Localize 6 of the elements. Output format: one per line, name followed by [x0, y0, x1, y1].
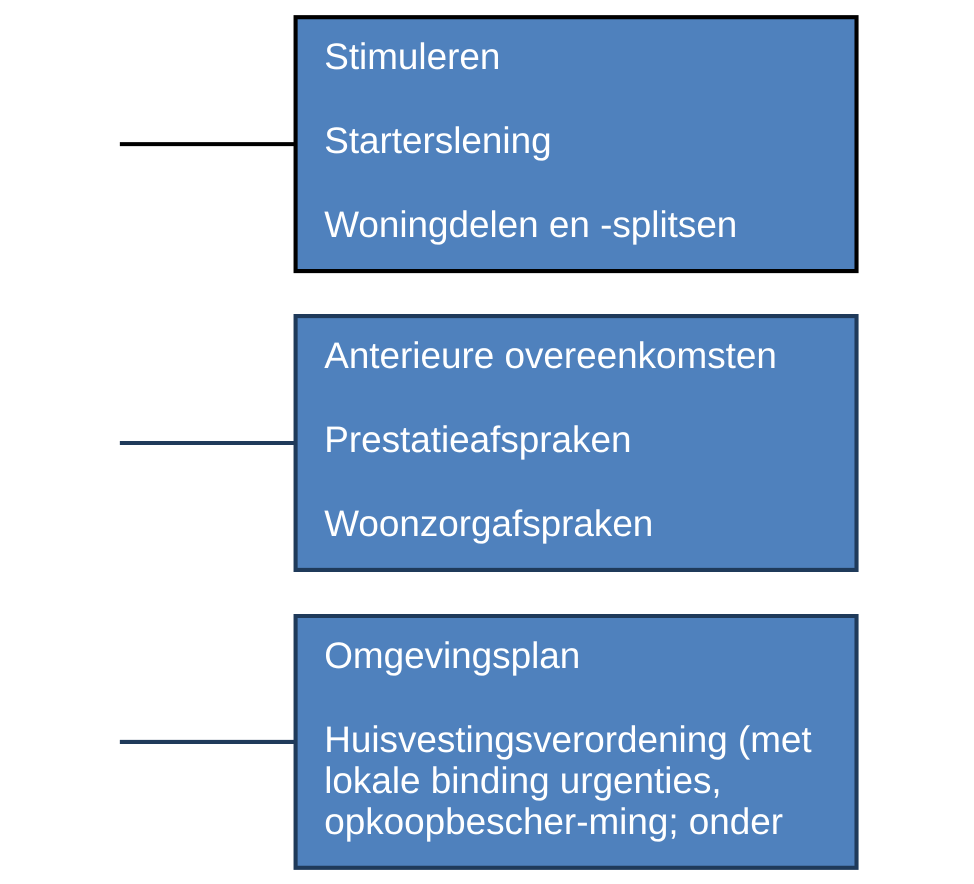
connector	[120, 739, 296, 744]
connector	[120, 142, 296, 146]
node-box: Anterieure overeenkomsten Prestatieafspraken Woonzorgafspraken	[294, 314, 859, 572]
connector	[120, 440, 296, 445]
node-box: Stimuleren Starterslening Woningdelen en -splitsen	[294, 14, 859, 273]
node-box: Omgevingsplan Huisvestingsverordening (met lokale binding urgenties, opkoopbescher-ming; onder	[294, 613, 859, 870]
